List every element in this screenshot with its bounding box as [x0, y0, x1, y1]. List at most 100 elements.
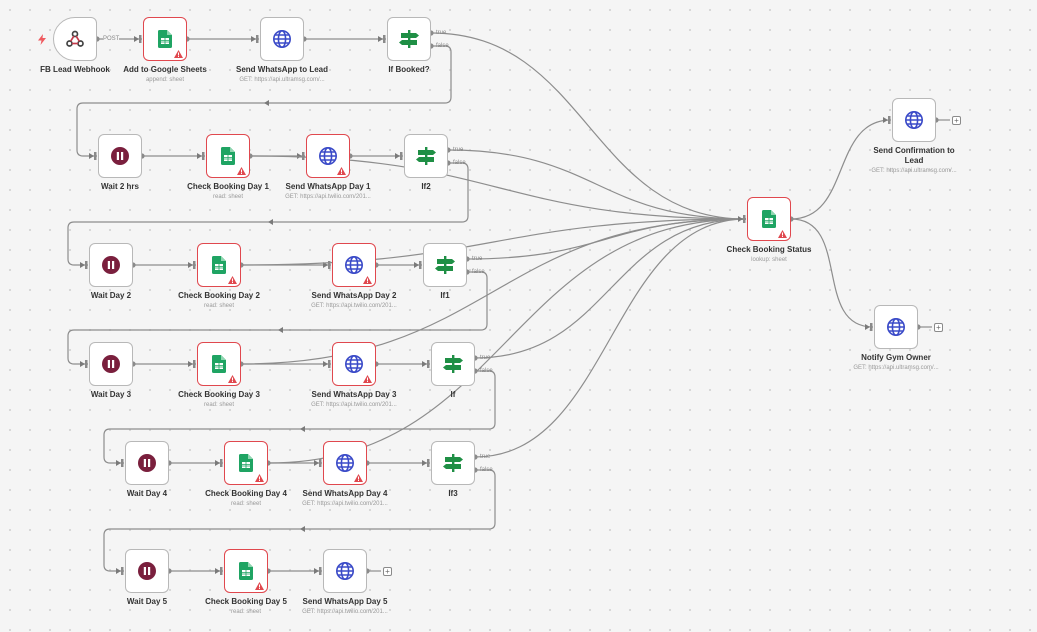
node-if3[interactable]	[431, 441, 475, 485]
add-node-button[interactable]: +	[952, 115, 961, 125]
globe-icon	[272, 29, 292, 49]
input-port[interactable]	[888, 116, 891, 124]
node-label: Send WhatsApp to Lead	[236, 65, 328, 74]
input-port[interactable]	[419, 261, 422, 269]
node-cb2[interactable]	[197, 243, 241, 287]
edge-arrow	[188, 361, 193, 367]
node-label: Send WhatsApp Day 5	[302, 597, 388, 606]
node-gym[interactable]	[874, 305, 918, 349]
input-port[interactable]	[193, 360, 196, 368]
node-conf[interactable]	[892, 98, 936, 142]
node-label: Notify Gym Owner	[861, 353, 931, 362]
node-subtitle: read: sheet	[230, 609, 262, 615]
input-port[interactable]	[139, 35, 142, 43]
input-port[interactable]	[85, 360, 88, 368]
input-port[interactable]	[121, 459, 124, 467]
node-sheets[interactable]	[143, 17, 187, 61]
input-port[interactable]	[743, 215, 746, 223]
node-wa2[interactable]	[332, 243, 376, 287]
node-label: Send WhatsApp Day 1	[285, 182, 371, 191]
globe-icon	[335, 453, 355, 473]
input-port[interactable]	[94, 152, 97, 160]
warning-icon	[228, 375, 237, 383]
node-ifBooked[interactable]	[387, 17, 431, 61]
edge-arrow	[378, 36, 383, 42]
node-subtitle: GET: https://api.ultramsg.com/...	[871, 168, 957, 174]
input-port[interactable]	[328, 360, 331, 368]
input-port[interactable]	[302, 152, 305, 160]
input-port[interactable]	[427, 459, 430, 467]
node-webhook[interactable]	[53, 17, 97, 61]
node-cb4[interactable]	[224, 441, 268, 485]
node-subtitle: GET: https://api.twilio.com/201...	[302, 501, 388, 507]
input-port[interactable]	[193, 261, 196, 269]
node-subtitle: read: sheet	[230, 501, 262, 507]
edge-arrow	[883, 117, 888, 123]
add-node-button[interactable]: +	[383, 566, 392, 576]
input-port[interactable]	[202, 152, 205, 160]
input-port[interactable]	[400, 152, 403, 160]
node-cb3[interactable]	[197, 342, 241, 386]
node-wa3[interactable]	[332, 342, 376, 386]
node-label: Send WhatsApp Day 3	[311, 390, 397, 399]
input-port[interactable]	[319, 567, 322, 575]
edge-arrow	[268, 219, 273, 225]
node-cbs[interactable]	[747, 197, 791, 241]
node-waitD3[interactable]	[89, 342, 133, 386]
input-port[interactable]	[85, 261, 88, 269]
node-waitD5[interactable]	[125, 549, 169, 593]
node-label: Send Confirmation to Lead	[873, 146, 955, 165]
input-port[interactable]	[220, 567, 223, 575]
node-subtitle: GET: https://api.ultramsg.com/...	[239, 77, 325, 83]
google-sheets-icon	[221, 147, 235, 165]
edge-arrow	[314, 460, 319, 466]
edge-arrow	[89, 153, 94, 159]
edge-arrow	[197, 153, 202, 159]
input-port[interactable]	[383, 35, 386, 43]
globe-icon	[886, 317, 906, 337]
node-cb5[interactable]	[224, 549, 268, 593]
node-label: Check Booking Day 5	[205, 597, 287, 606]
node-subtitle: read: sheet	[203, 303, 235, 309]
input-port[interactable]	[427, 360, 430, 368]
edge-arrow	[188, 262, 193, 268]
node-if1[interactable]	[423, 243, 467, 287]
if-signpost-icon	[434, 255, 456, 275]
input-port[interactable]	[121, 567, 124, 575]
pause-icon	[102, 256, 120, 274]
edge-arrow	[80, 262, 85, 268]
node-subtitle: GET: https://api.twilio.com/201...	[311, 303, 397, 309]
input-port[interactable]	[319, 459, 322, 467]
input-port[interactable]	[256, 35, 259, 43]
node-waitD4[interactable]	[125, 441, 169, 485]
node-if[interactable]	[431, 342, 475, 386]
edge-arrow	[116, 460, 121, 466]
node-label: Check Booking Day 1	[187, 182, 269, 191]
input-port[interactable]	[870, 323, 873, 331]
add-node-button[interactable]: +	[934, 322, 943, 332]
input-port[interactable]	[328, 261, 331, 269]
node-wa4[interactable]	[323, 441, 367, 485]
edge-arrow	[80, 361, 85, 367]
node-wa1[interactable]	[306, 134, 350, 178]
edge-arrow	[865, 324, 870, 330]
node-wa[interactable]	[260, 17, 304, 61]
node-wait2[interactable]	[98, 134, 142, 178]
input-port[interactable]	[220, 459, 223, 467]
node-subtitle: GET: https://api.twilio.com/201...	[285, 194, 371, 200]
globe-icon	[318, 146, 338, 166]
node-label: Wait 2 hrs	[101, 182, 139, 191]
if-signpost-icon	[415, 146, 437, 166]
node-label: Wait Day 5	[126, 597, 168, 606]
globe-icon	[335, 561, 355, 581]
node-cb1[interactable]	[206, 134, 250, 178]
node-subtitle: read: sheet	[212, 194, 244, 200]
node-if2[interactable]	[404, 134, 448, 178]
node-waitD2[interactable]	[89, 243, 133, 287]
node-wa5[interactable]	[323, 549, 367, 593]
edge-arrow	[323, 262, 328, 268]
node-label: Check Booking Day 4	[205, 489, 287, 498]
edge-arrow	[300, 426, 305, 432]
warning-icon	[337, 167, 346, 175]
